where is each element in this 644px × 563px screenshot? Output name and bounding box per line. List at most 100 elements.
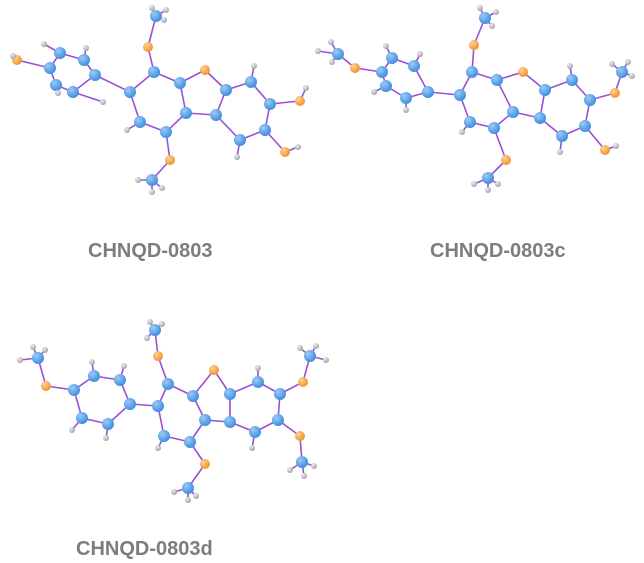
hydrogen-atom bbox=[159, 185, 165, 191]
atoms bbox=[10, 5, 309, 195]
carbon-atom bbox=[579, 120, 591, 132]
hydrogen-atom bbox=[477, 5, 483, 11]
hydrogen-atom bbox=[147, 319, 153, 325]
carbon-atom bbox=[380, 80, 392, 92]
carbon-atom bbox=[422, 86, 434, 98]
carbon-atom bbox=[491, 74, 503, 86]
carbon-atom bbox=[32, 352, 44, 364]
carbon-atom bbox=[102, 418, 114, 430]
hydrogen-atom bbox=[301, 473, 307, 479]
carbon-atom bbox=[149, 324, 161, 336]
molecule-chnqd-0803-icon bbox=[10, 5, 309, 195]
carbon-atom bbox=[507, 106, 519, 118]
hydrogen-atom bbox=[493, 9, 499, 15]
atoms bbox=[17, 319, 329, 503]
hydrogen-atom bbox=[287, 467, 293, 473]
carbon-atom bbox=[400, 92, 412, 104]
atoms bbox=[315, 5, 635, 193]
carbon-atom bbox=[264, 98, 276, 110]
oxygen-atom bbox=[165, 155, 175, 165]
carbon-atom bbox=[124, 86, 136, 98]
hydrogen-atom bbox=[459, 129, 465, 135]
hydrogen-atom bbox=[171, 489, 177, 495]
hydrogen-atom bbox=[155, 445, 161, 451]
oxygen-atom bbox=[200, 459, 210, 469]
carbon-atom bbox=[304, 350, 316, 362]
oxygen-atom bbox=[295, 431, 305, 441]
carbon-atom bbox=[78, 54, 90, 66]
carbon-atom bbox=[479, 12, 491, 24]
hydrogen-atom bbox=[161, 17, 167, 23]
carbon-atom bbox=[44, 62, 56, 74]
molecule-chnqd-0803c-icon bbox=[315, 5, 635, 193]
carbon-atom bbox=[332, 48, 344, 60]
hydrogen-atom bbox=[249, 445, 255, 451]
hydrogen-atom bbox=[163, 7, 169, 13]
hydrogen-atom bbox=[613, 143, 619, 149]
carbon-atom bbox=[464, 116, 476, 128]
carbon-atom bbox=[124, 398, 136, 410]
hydrogen-atom bbox=[297, 345, 303, 351]
carbon-atom bbox=[199, 414, 211, 426]
molecule-label-chnqd-0803d: CHNQD-0803d bbox=[76, 538, 213, 560]
hydrogen-atom bbox=[69, 427, 75, 433]
hydrogen-atom bbox=[17, 357, 23, 363]
oxygen-atom bbox=[469, 40, 479, 50]
carbon-atom bbox=[259, 124, 271, 136]
hydrogen-atom bbox=[121, 363, 127, 369]
oxygen-atom bbox=[501, 155, 511, 165]
carbon-atom bbox=[148, 66, 160, 78]
carbon-atom bbox=[146, 174, 158, 186]
carbon-atom bbox=[454, 89, 466, 101]
carbon-atom bbox=[150, 10, 162, 22]
hydrogen-atom bbox=[323, 357, 329, 363]
hydrogen-atom bbox=[315, 48, 321, 54]
oxygen-atom bbox=[295, 96, 305, 106]
hydrogen-atom bbox=[83, 45, 89, 51]
hydrogen-atom bbox=[55, 90, 61, 96]
molecule-panel-chnqd-0803 bbox=[0, 0, 322, 290]
carbon-atom bbox=[296, 456, 308, 468]
hydrogen-atom bbox=[251, 63, 257, 69]
carbon-atom bbox=[184, 436, 196, 448]
carbon-atom bbox=[162, 378, 174, 390]
carbon-atom bbox=[539, 84, 551, 96]
molecule-label-chnqd-0803c: CHNQD-0803c bbox=[430, 240, 566, 262]
hydrogen-atom bbox=[149, 5, 155, 11]
carbon-atom bbox=[152, 400, 164, 412]
hydrogen-atom bbox=[329, 59, 335, 65]
carbon-atom bbox=[54, 47, 66, 59]
carbon-atom bbox=[376, 66, 388, 78]
oxygen-atom bbox=[209, 365, 219, 375]
bond bbox=[94, 74, 131, 93]
hydrogen-atom bbox=[234, 154, 240, 160]
hydrogen-atom bbox=[255, 365, 261, 371]
carbon-atom bbox=[88, 370, 100, 382]
hydrogen-atom bbox=[144, 335, 150, 341]
hydrogen-atom bbox=[417, 51, 423, 57]
hydrogen-atom bbox=[10, 53, 16, 59]
hydrogen-atom bbox=[135, 177, 141, 183]
hydrogen-atom bbox=[311, 463, 317, 469]
carbon-atom bbox=[187, 390, 199, 402]
hydrogen-atom bbox=[471, 181, 477, 187]
carbon-atom bbox=[566, 74, 578, 86]
carbon-atom bbox=[50, 79, 62, 91]
carbon-atom bbox=[534, 112, 546, 124]
hydrogen-atom bbox=[567, 63, 573, 69]
carbon-atom bbox=[158, 430, 170, 442]
hydrogen-atom bbox=[303, 85, 309, 91]
carbon-atom bbox=[274, 388, 286, 400]
molecule-label-chnqd-0803: CHNQD-0803 bbox=[88, 240, 213, 262]
hydrogen-atom bbox=[41, 41, 47, 47]
carbon-atom bbox=[245, 76, 257, 88]
hydrogen-atom bbox=[403, 107, 409, 113]
hydrogen-atom bbox=[295, 144, 301, 150]
hydrogen-atom bbox=[313, 343, 319, 349]
hydrogen-atom bbox=[103, 435, 109, 441]
carbon-atom bbox=[249, 426, 261, 438]
carbon-atom bbox=[224, 416, 236, 428]
carbon-atom bbox=[114, 374, 126, 386]
oxygen-atom bbox=[153, 351, 163, 361]
carbon-atom bbox=[408, 60, 420, 72]
